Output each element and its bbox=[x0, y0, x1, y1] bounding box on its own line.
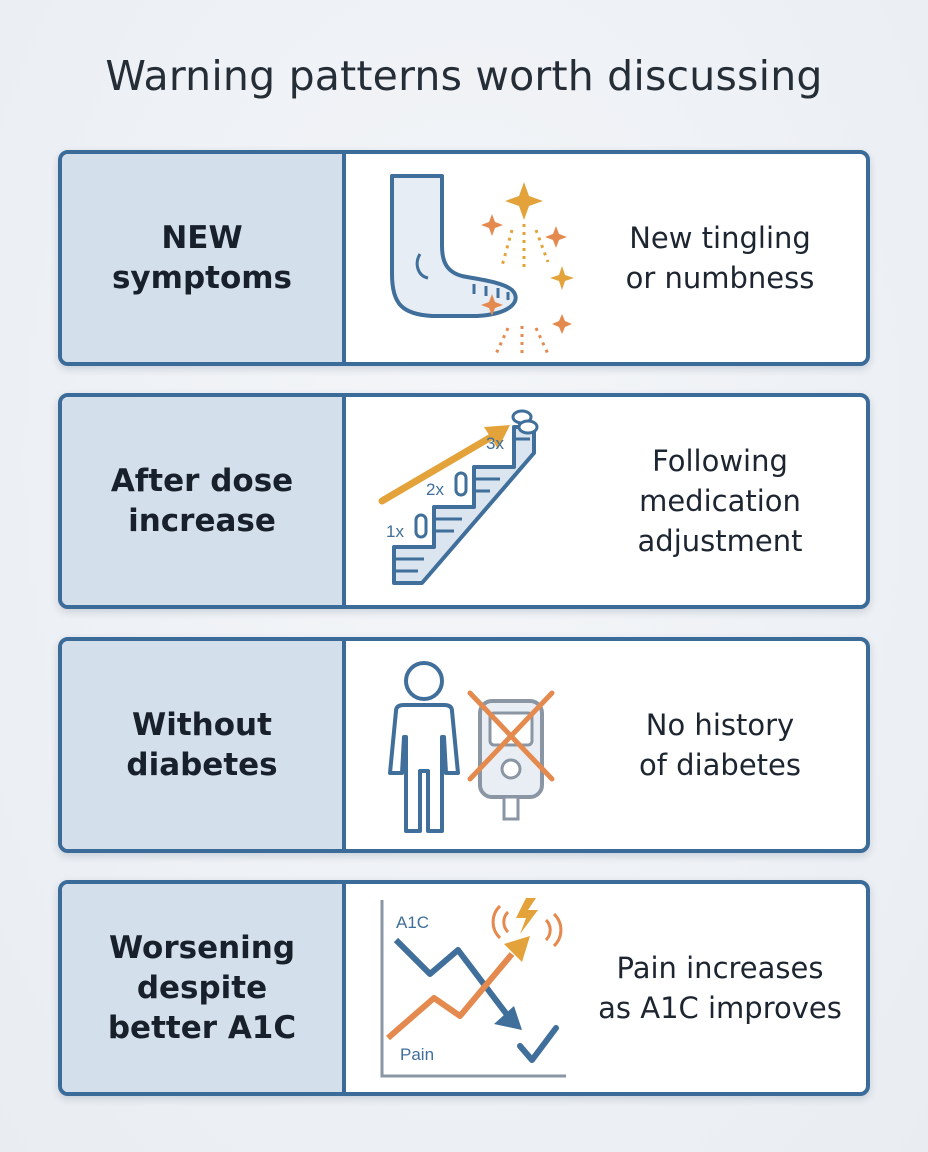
card-description-panel: Following medication adjustment bbox=[582, 397, 858, 605]
chart-label-pain: Pain bbox=[400, 1045, 434, 1064]
dose-step-1x: 1x bbox=[386, 522, 404, 541]
person-no-glucose-meter-icon bbox=[362, 641, 592, 849]
dose-step-2x: 2x bbox=[426, 480, 444, 499]
card-description: No history of diabetes bbox=[639, 708, 801, 782]
foot-tingling-icon bbox=[362, 154, 592, 362]
card-label-panel: After dose increase bbox=[62, 397, 346, 605]
card-label-panel: NEW symptoms bbox=[62, 154, 346, 362]
chart-label-a1c: A1C bbox=[396, 913, 429, 932]
card-description-panel: No history of diabetes bbox=[582, 641, 858, 849]
warning-card-new-symptoms: NEW symptoms bbox=[58, 150, 870, 366]
warning-card-dose-increase: After dose increase 1x 2x 3x Followi bbox=[58, 393, 870, 609]
card-description: Pain increases as A1C improves bbox=[598, 951, 842, 1025]
card-description: New tingling or numbness bbox=[625, 221, 815, 295]
warning-card-worsening-despite-a1c: Worsening despite better A1C A1C Pain Pa… bbox=[58, 880, 870, 1096]
a1c-pain-chart-icon: A1C Pain bbox=[362, 884, 592, 1092]
dose-stairs-icon: 1x 2x 3x bbox=[362, 397, 592, 605]
card-label: After dose increase bbox=[110, 463, 294, 539]
card-label-panel: Worsening despite better A1C bbox=[62, 884, 346, 1092]
card-description: Following medication adjustment bbox=[637, 444, 803, 558]
card-label: NEW symptoms bbox=[111, 220, 293, 296]
card-description-panel: New tingling or numbness bbox=[582, 154, 858, 362]
card-description-panel: Pain increases as A1C improves bbox=[582, 884, 858, 1092]
card-label-panel: Without diabetes bbox=[62, 641, 346, 849]
card-label: Worsening despite better A1C bbox=[107, 930, 297, 1046]
warning-card-without-diabetes: Without diabetes No history of diabetes bbox=[58, 637, 870, 853]
dose-step-3x: 3x bbox=[486, 434, 504, 453]
page-title: Warning patterns worth discussing bbox=[105, 52, 823, 100]
card-label: Without diabetes bbox=[126, 707, 278, 783]
